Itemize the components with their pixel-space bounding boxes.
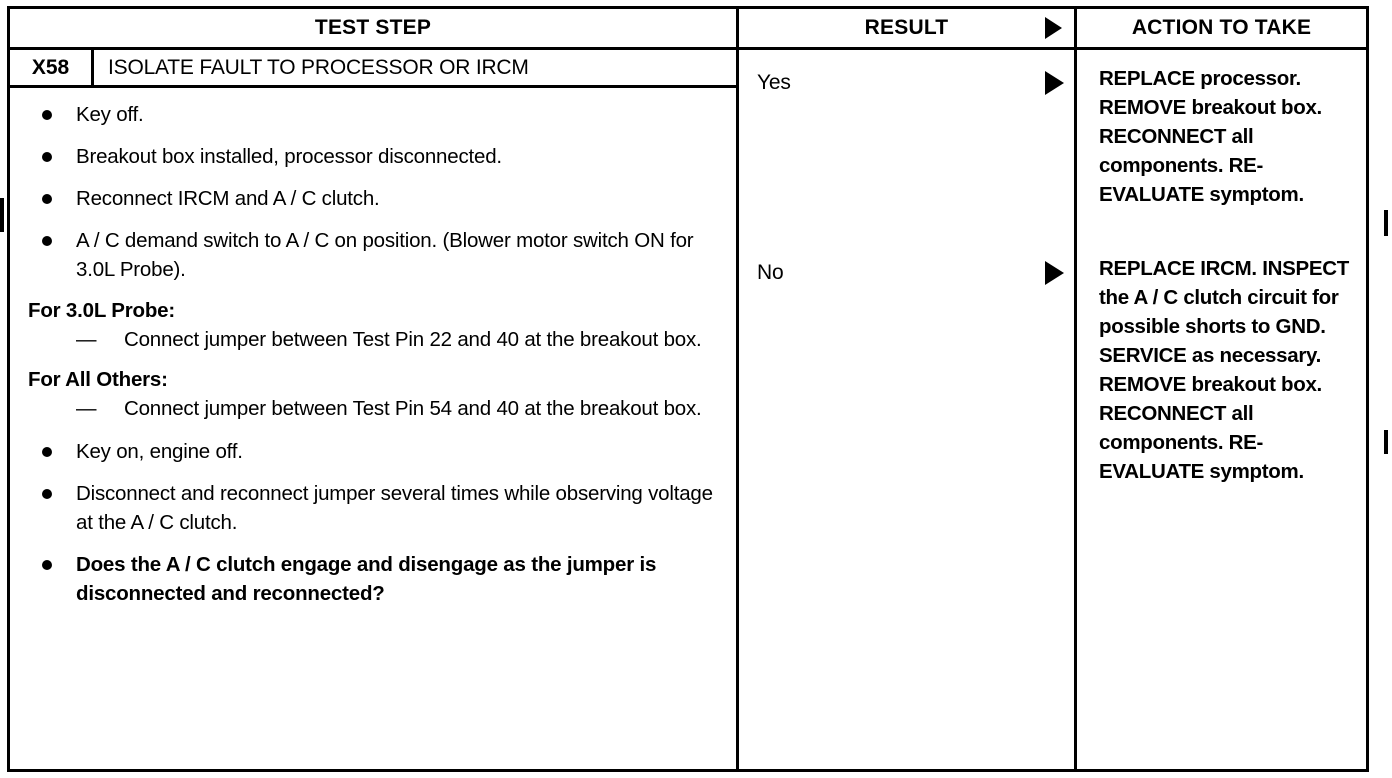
result-label-yes: Yes xyxy=(757,71,791,94)
column-header-action-to-take: ACTION TO TAKE xyxy=(1074,9,1366,47)
list-item: Key off. xyxy=(28,100,726,129)
em-dash-marker: — xyxy=(76,327,97,351)
test-step-title-row: X58 ISOLATE FAULT TO PROCESSOR OR IRCM xyxy=(10,50,736,88)
column-header-result: RESULT xyxy=(736,9,1074,47)
column-header-result-label: RESULT xyxy=(864,16,949,39)
sub-section-heading-all-others: For All Others: xyxy=(28,367,168,391)
test-step-title-label: ISOLATE FAULT TO PROCESSOR OR IRCM xyxy=(108,55,529,79)
list-item: Breakout box installed, processor discon… xyxy=(28,142,726,171)
scan-artifact-right-upper xyxy=(1384,210,1388,236)
test-step-bullet-list-bottom: Key on, engine off. Disconnect and recon… xyxy=(28,437,726,609)
action-text-yes: REPLACE processor. REMOVE breakout box. … xyxy=(1099,67,1322,206)
em-dash-marker: — xyxy=(76,396,97,420)
diagnostic-test-step-table: TEST STEP RESULT ACTION TO TAKE X58 xyxy=(7,6,1369,772)
result-label-no: No xyxy=(757,261,784,284)
column-divider-result-action xyxy=(1074,50,1077,769)
triangle-right-icon xyxy=(1045,17,1062,39)
sub-section-item-probe-text: Connect jumper between Test Pin 22 and 4… xyxy=(124,327,702,351)
list-item: A / C demand switch to A / C on position… xyxy=(28,226,726,284)
table-body: X58 ISOLATE FAULT TO PROCESSOR OR IRCM K… xyxy=(10,50,1366,769)
result-entry-yes: Yes xyxy=(739,66,1074,100)
test-step-content: Key off. Breakout box installed, process… xyxy=(10,88,736,769)
test-step-title-cell: ISOLATE FAULT TO PROCESSOR OR IRCM xyxy=(94,50,736,85)
test-step-id-cell: X58 xyxy=(10,50,94,85)
column-header-test-step-label: TEST STEP xyxy=(314,16,432,39)
result-column: Yes No xyxy=(739,50,1074,769)
column-divider-test-result xyxy=(736,50,739,769)
column-header-result-inner: RESULT xyxy=(739,9,1074,47)
test-step-bullet-list-top: Key off. Breakout box installed, process… xyxy=(28,100,726,285)
test-step-id-label: X58 xyxy=(31,55,70,79)
test-step-column: X58 ISOLATE FAULT TO PROCESSOR OR IRCM K… xyxy=(10,50,736,769)
column-header-test-step: TEST STEP xyxy=(10,9,736,47)
triangle-right-icon xyxy=(1045,71,1064,95)
list-item: Key on, engine off. xyxy=(28,437,726,466)
column-header-action-label: ACTION TO TAKE xyxy=(1131,16,1312,39)
sub-section-item-all-others-text: Connect jumper between Test Pin 54 and 4… xyxy=(124,396,702,420)
triangle-right-icon xyxy=(1045,261,1064,285)
list-item: Disconnect and reconnect jumper several … xyxy=(28,479,726,537)
sub-section-item-all-others: — Connect jumper between Test Pin 54 and… xyxy=(28,394,726,423)
scan-artifact-left xyxy=(0,198,4,232)
sub-section-item-probe: — Connect jumper between Test Pin 22 and… xyxy=(28,325,726,354)
action-text-no: REPLACE IRCM. INSPECT the A / C clutch c… xyxy=(1099,257,1349,483)
table-header-row: TEST STEP RESULT ACTION TO TAKE xyxy=(10,9,1366,50)
scan-artifact-right-lower xyxy=(1384,430,1388,454)
sub-section-heading-probe: For 3.0L Probe: xyxy=(28,298,175,322)
result-entry-no: No xyxy=(739,256,1074,290)
test-step-question: Does the A / C clutch engage and disenga… xyxy=(28,550,726,608)
action-column: REPLACE processor. REMOVE breakout box. … xyxy=(1077,50,1366,769)
list-item: Reconnect IRCM and A / C clutch. xyxy=(28,184,726,213)
